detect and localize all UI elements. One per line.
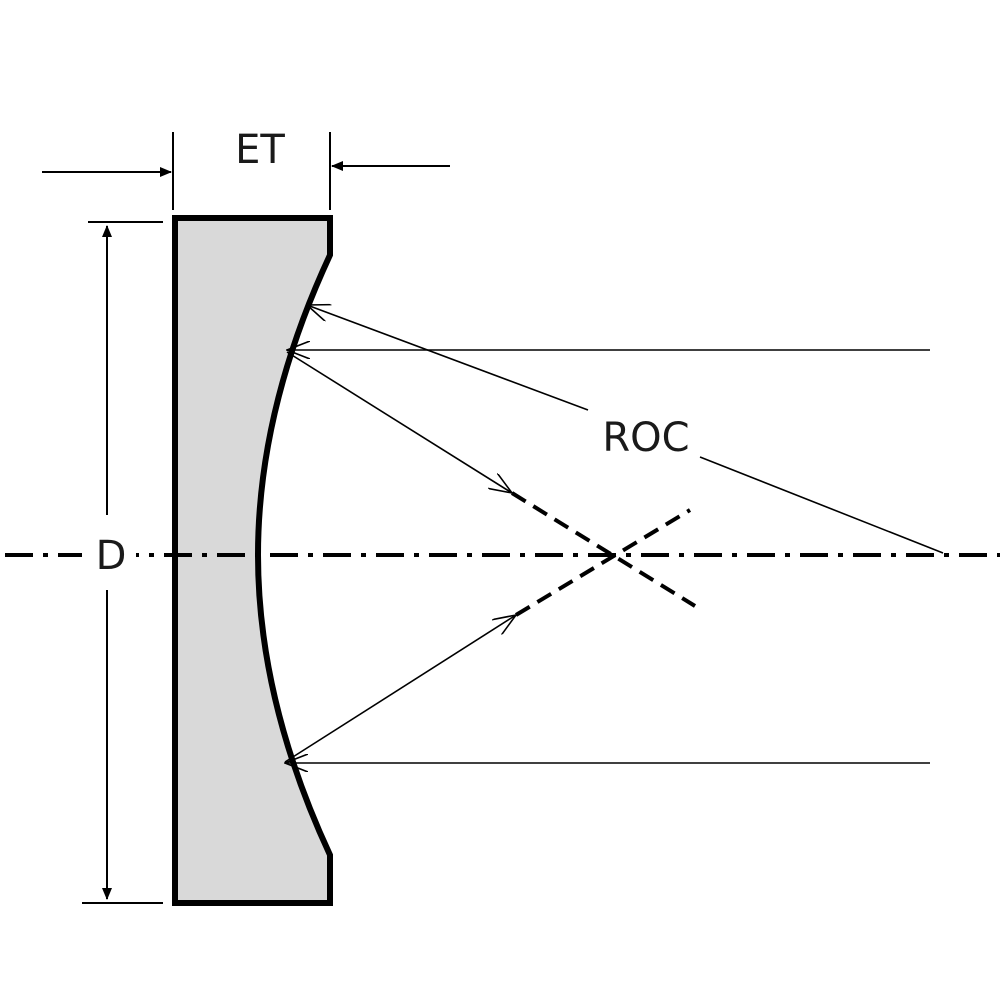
roc-label: ROC: [602, 415, 689, 461]
reflected-ray-bottom: [284, 615, 516, 763]
d-label: D: [96, 533, 127, 579]
mirror-body: [172, 215, 333, 906]
edge-thickness-dimension: ET: [42, 127, 450, 210]
focus-dashed-line-1: [510, 491, 697, 608]
reflected-ray-top: [286, 351, 512, 493]
d-label-background: [82, 527, 136, 583]
diameter-dimension: D: [82, 221, 163, 904]
roc-leader-to-mirror: [307, 305, 589, 411]
focus-dashed-line-2: [514, 508, 692, 617]
roc-leader-to-center: [699, 456, 944, 554]
et-label: ET: [235, 127, 285, 173]
